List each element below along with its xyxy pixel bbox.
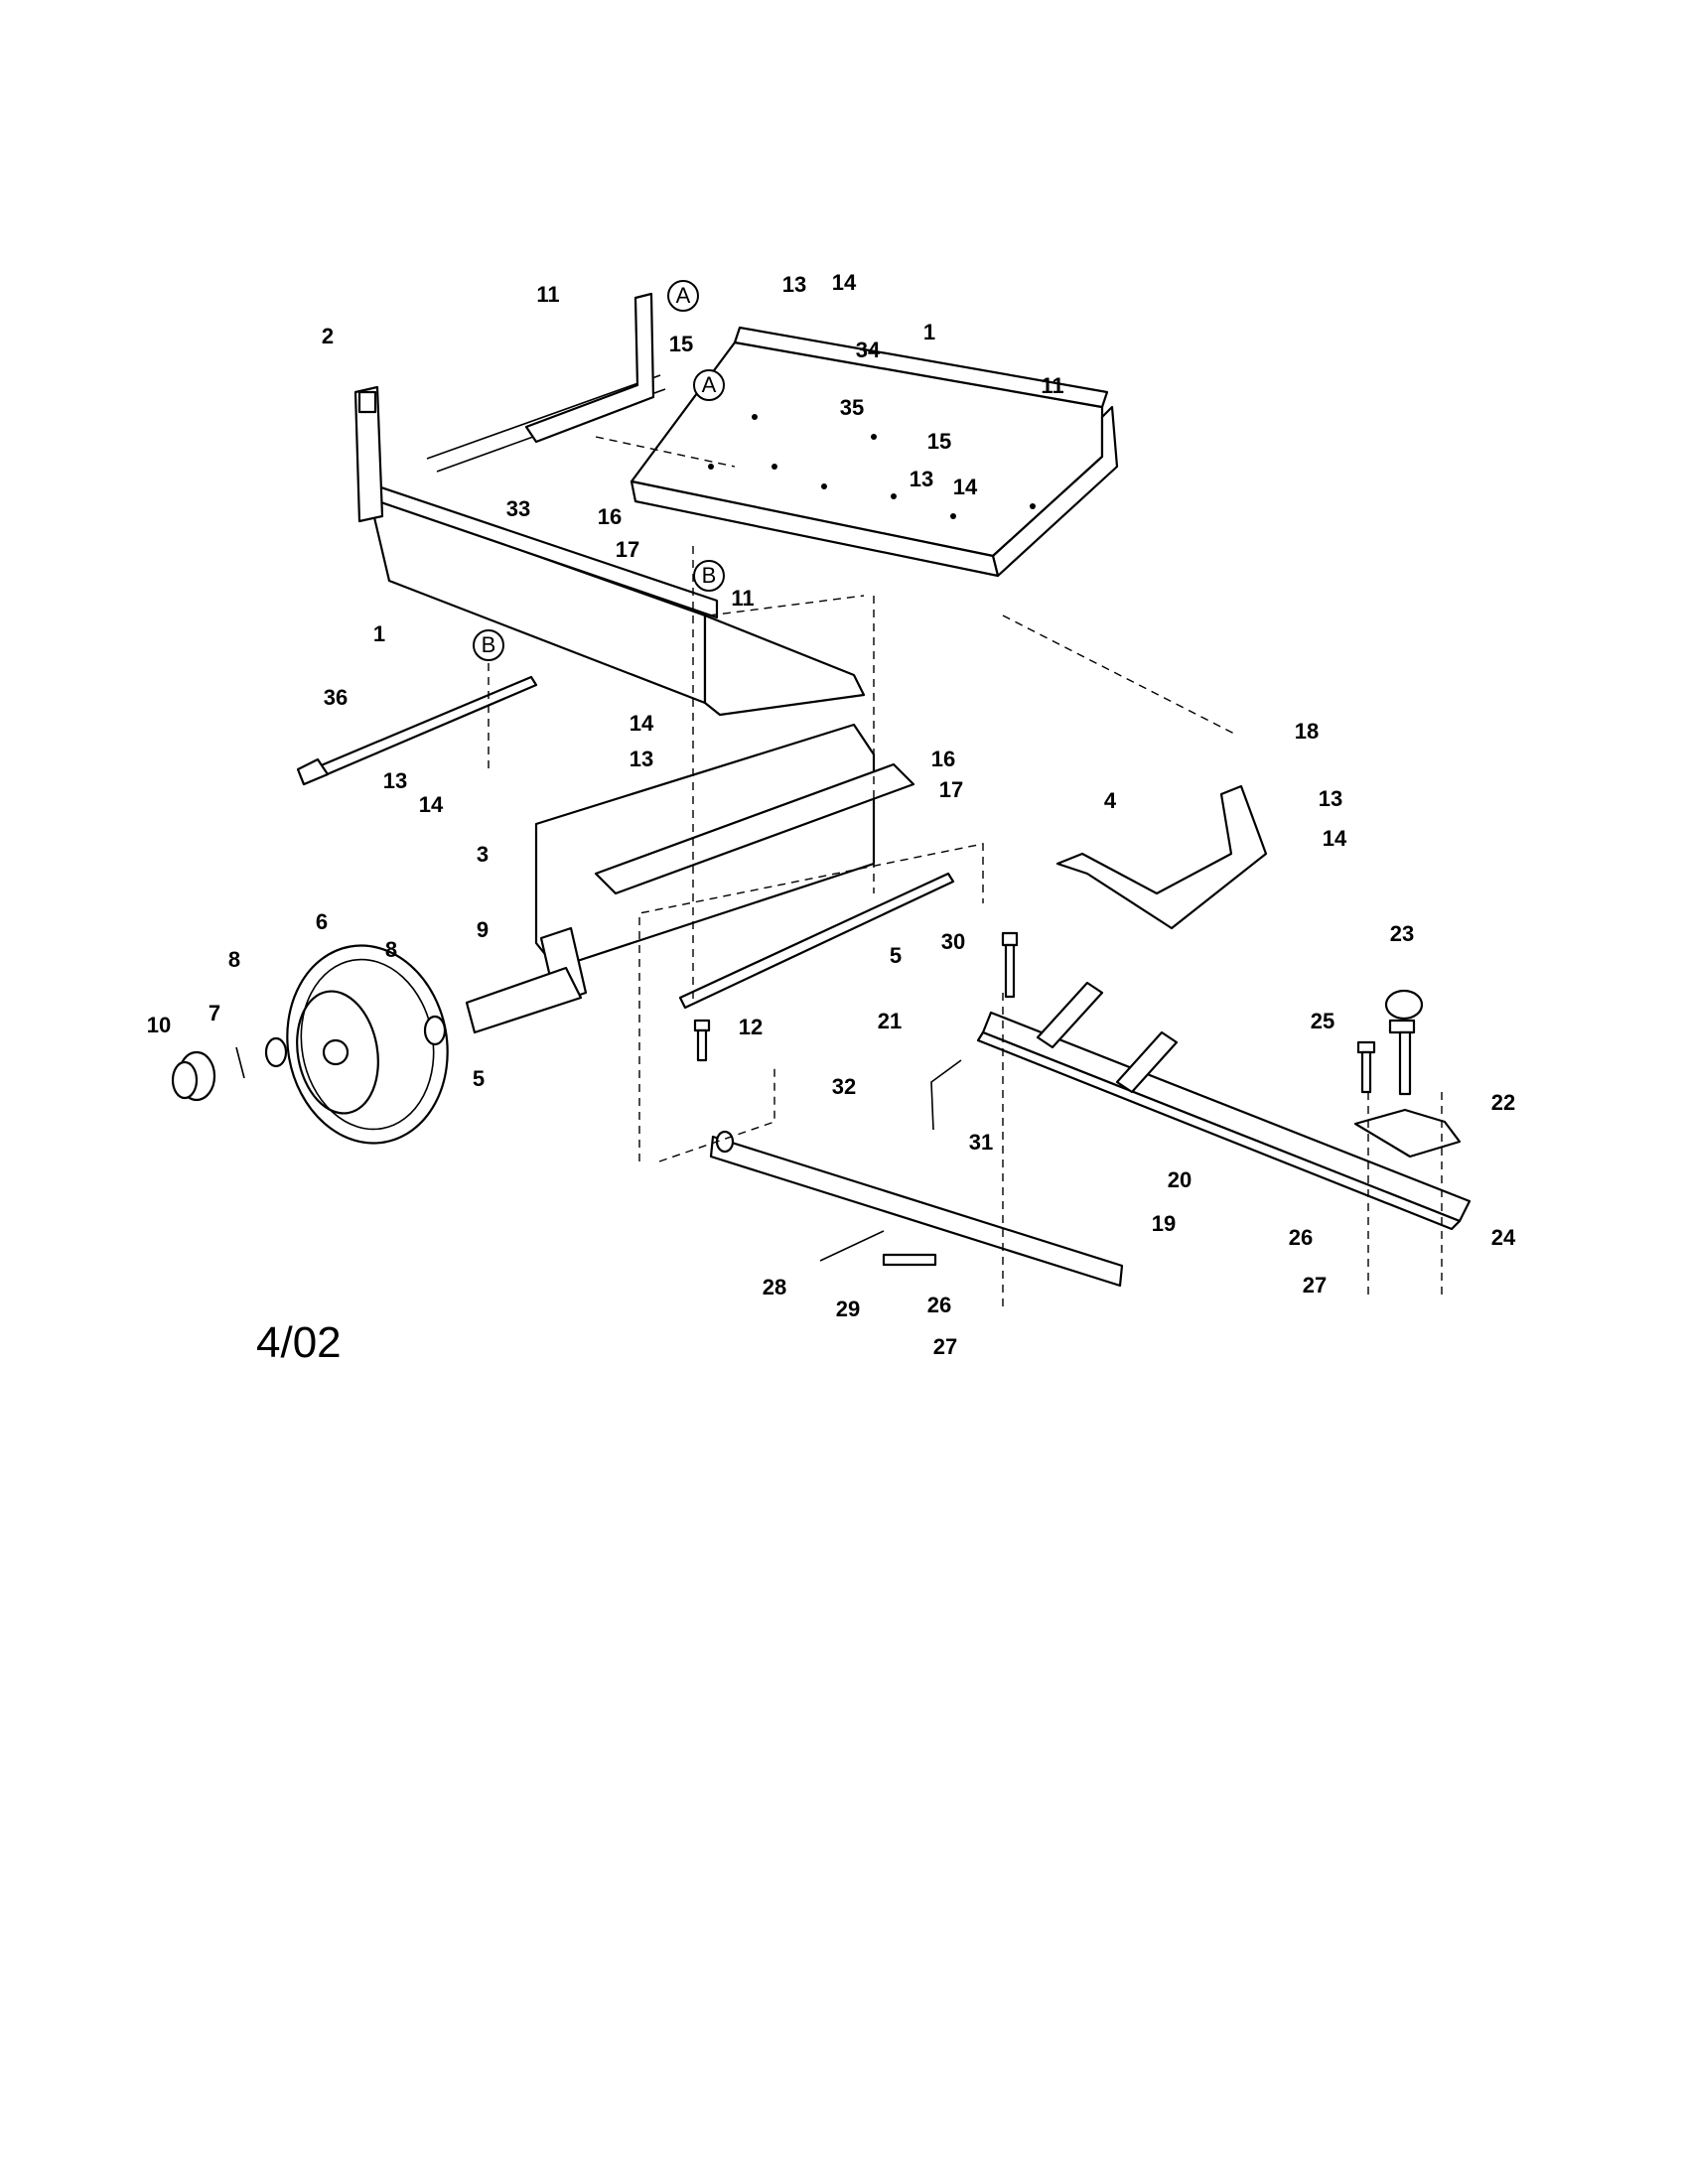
callout-29: 29 — [836, 1297, 860, 1321]
callout-16: 16 — [931, 747, 955, 771]
bolt-12 — [693, 1019, 711, 1062]
callout-15: 15 — [927, 429, 951, 454]
callout-14: 14 — [419, 792, 444, 817]
callout-19: 19 — [1152, 1211, 1176, 1236]
callout-18: 18 — [1295, 719, 1319, 744]
hub-cap — [171, 1050, 216, 1102]
callout-14: 14 — [832, 270, 857, 295]
callout-13: 13 — [782, 272, 806, 297]
strap — [296, 675, 538, 786]
axle — [465, 966, 583, 1034]
reference-letter: A — [702, 372, 717, 397]
brace — [1055, 784, 1268, 930]
reference-markers: A A B B — [473, 280, 725, 661]
bed-platform — [630, 326, 1119, 578]
callout-33: 33 — [506, 496, 530, 521]
callout-6: 6 — [316, 909, 328, 934]
axle-housing — [534, 723, 915, 1005]
callout-34: 34 — [856, 338, 881, 362]
callout-12: 12 — [739, 1015, 763, 1039]
callout-30: 30 — [941, 929, 965, 954]
callout-13: 13 — [1319, 786, 1342, 811]
callout-17: 17 — [616, 537, 639, 562]
callout-35: 35 — [840, 395, 864, 420]
hitch-mount — [1036, 981, 1179, 1094]
washer-outer — [264, 1036, 288, 1068]
callout-10: 10 — [147, 1013, 171, 1037]
cotter-pin — [235, 1046, 245, 1079]
hitch-pin — [1384, 989, 1424, 1096]
reference-circle — [693, 560, 725, 592]
callout-21: 21 — [878, 1009, 902, 1033]
assembly-lines — [488, 436, 1443, 1310]
callout-4: 4 — [1104, 788, 1117, 813]
callout-11: 11 — [1041, 373, 1063, 398]
revision-date: 4/02 — [256, 1318, 342, 1367]
callout-14: 14 — [953, 475, 978, 499]
reference-letter: B — [702, 563, 717, 588]
callout-28: 28 — [763, 1275, 786, 1299]
washer-inner — [423, 1015, 447, 1046]
hitch-plate — [1353, 1108, 1462, 1159]
long-bolt — [819, 1230, 885, 1262]
reference-circle — [693, 369, 725, 401]
callout-17: 17 — [939, 777, 963, 802]
callout-13: 13 — [630, 747, 653, 771]
reference-letter: A — [676, 283, 691, 308]
reference-A: A — [667, 280, 699, 312]
callout-2: 2 — [322, 324, 334, 348]
reference-circle — [473, 629, 504, 661]
front-bracket — [353, 385, 384, 523]
bolt-25 — [1356, 1040, 1376, 1094]
callout-26: 26 — [927, 1293, 951, 1317]
callout-9: 9 — [477, 917, 489, 942]
reference-B: B — [473, 629, 504, 661]
callout-16: 16 — [598, 504, 622, 529]
reference-letter: B — [482, 632, 496, 657]
callout-25: 25 — [1311, 1009, 1334, 1033]
callout-11: 11 — [536, 282, 559, 307]
callout-13: 13 — [383, 768, 407, 793]
spring — [882, 1253, 937, 1267]
carriage-bolt — [1001, 931, 1019, 999]
callout-13: 13 — [910, 467, 933, 491]
callout-20: 20 — [1168, 1167, 1192, 1192]
callout-31: 31 — [969, 1130, 993, 1155]
bed-side-wall — [367, 374, 866, 717]
callout-5: 5 — [473, 1066, 485, 1091]
callout-1: 1 — [923, 320, 935, 344]
wheel — [286, 944, 449, 1145]
reference-B: B — [693, 560, 725, 592]
callout-15: 15 — [669, 332, 693, 356]
callout-27: 27 — [1303, 1273, 1327, 1297]
callout-8: 8 — [385, 937, 397, 962]
callout-26: 26 — [1289, 1225, 1313, 1250]
callout-8: 8 — [228, 947, 240, 972]
callout-14: 14 — [630, 711, 654, 736]
callout-24: 24 — [1491, 1225, 1516, 1250]
callout-7: 7 — [209, 1001, 220, 1025]
callout-27: 27 — [933, 1334, 957, 1359]
reference-A: A — [693, 369, 725, 401]
callout-14: 14 — [1323, 826, 1347, 851]
reference-circle — [667, 280, 699, 312]
lever — [930, 1059, 962, 1131]
callout-32: 32 — [832, 1074, 856, 1099]
callout-22: 22 — [1491, 1090, 1515, 1115]
callout-5: 5 — [890, 943, 902, 968]
callout-3: 3 — [477, 842, 489, 867]
hitch-bar — [976, 1011, 1472, 1231]
callout-11: 11 — [731, 586, 754, 611]
callout-23: 23 — [1390, 921, 1414, 946]
side-bracket — [524, 292, 655, 444]
callout-1: 1 — [373, 621, 385, 646]
rod — [678, 872, 955, 1010]
callout-36: 36 — [324, 685, 348, 710]
